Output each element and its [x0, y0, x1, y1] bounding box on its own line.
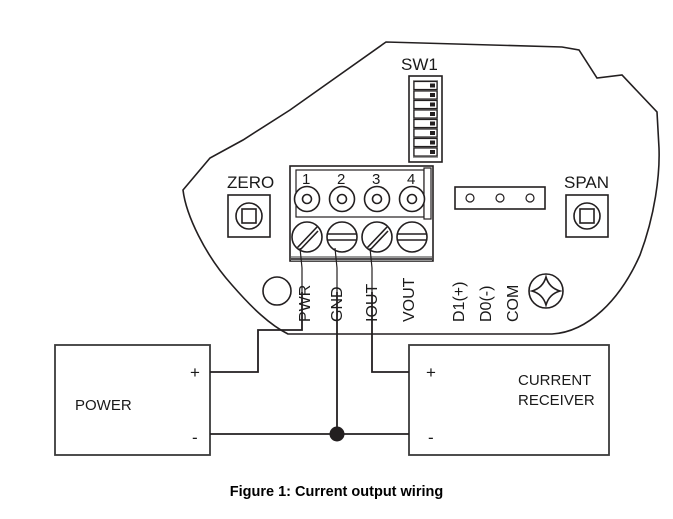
svg-text:COM: COM [505, 285, 522, 322]
power-minus-sign: - [192, 428, 198, 447]
terminal-label-pwr: PWR [297, 285, 314, 322]
current-receiver-minus-sign: - [428, 428, 434, 447]
terminal-number-2: 2 [337, 171, 345, 188]
screw-terminal-pwr[interactable] [291, 221, 323, 253]
dip-switch-positions[interactable] [413, 80, 438, 157]
screw-terminal-vout[interactable] [396, 221, 428, 253]
terminal-label-com: COM [505, 285, 522, 322]
terminal-hole-4[interactable] [398, 185, 426, 213]
terminal-label-vout: VOUT [401, 277, 418, 322]
span-pot[interactable] [565, 194, 609, 238]
wire-pwr-to-power-plus [210, 292, 303, 373]
svg-text:D0(-): D0(-) [478, 286, 495, 322]
terminal-hole-2[interactable] [328, 185, 356, 213]
current-receiver-label-line2: RECEIVER [518, 392, 595, 409]
terminal-label-d0-minus: D0(-) [478, 286, 495, 322]
svg-text:PWR: PWR [297, 285, 314, 322]
three-hole-strip [454, 186, 546, 210]
terminal-hole-3[interactable] [363, 185, 391, 213]
terminal-hole-1[interactable] [293, 185, 321, 213]
terminal-label-d1-plus: D1(+) [451, 282, 468, 322]
power-supply-label: POWER [75, 397, 132, 414]
power-supply-block [54, 344, 211, 456]
wire-iout-to-receiver-plus [371, 292, 409, 373]
sw1-label: SW1 [401, 55, 438, 74]
power-plus-sign: + [190, 363, 200, 382]
current-receiver-plus-sign: + [426, 363, 436, 382]
terminal-number-1: 1 [302, 171, 310, 188]
screw-terminal-gnd[interactable] [326, 221, 358, 253]
junction-dot [329, 426, 345, 442]
zero-pot-label: ZERO [227, 173, 274, 192]
device-outline [182, 41, 660, 335]
current-receiver-label-line1: CURRENT [518, 372, 591, 389]
sw1-dip-switch[interactable]: SW1 [401, 55, 443, 163]
svg-text:VOUT: VOUT [401, 277, 418, 322]
span-pot-label: SPAN [564, 173, 609, 192]
phillips-screw-icon [528, 273, 564, 309]
svg-text:D1(+): D1(+) [451, 282, 468, 322]
figure-caption: Figure 1: Current output wiring [229, 484, 444, 500]
screw-terminal-iout[interactable] [361, 221, 393, 253]
terminal-number-4: 4 [407, 171, 415, 188]
leader-lines [299, 247, 373, 292]
terminal-number-3: 3 [372, 171, 380, 188]
terminal-block[interactable]: 1 2 3 4 [289, 165, 434, 262]
mounting-hole-circle [262, 276, 292, 306]
current-receiver-block [408, 344, 610, 456]
zero-pot[interactable] [227, 194, 271, 238]
